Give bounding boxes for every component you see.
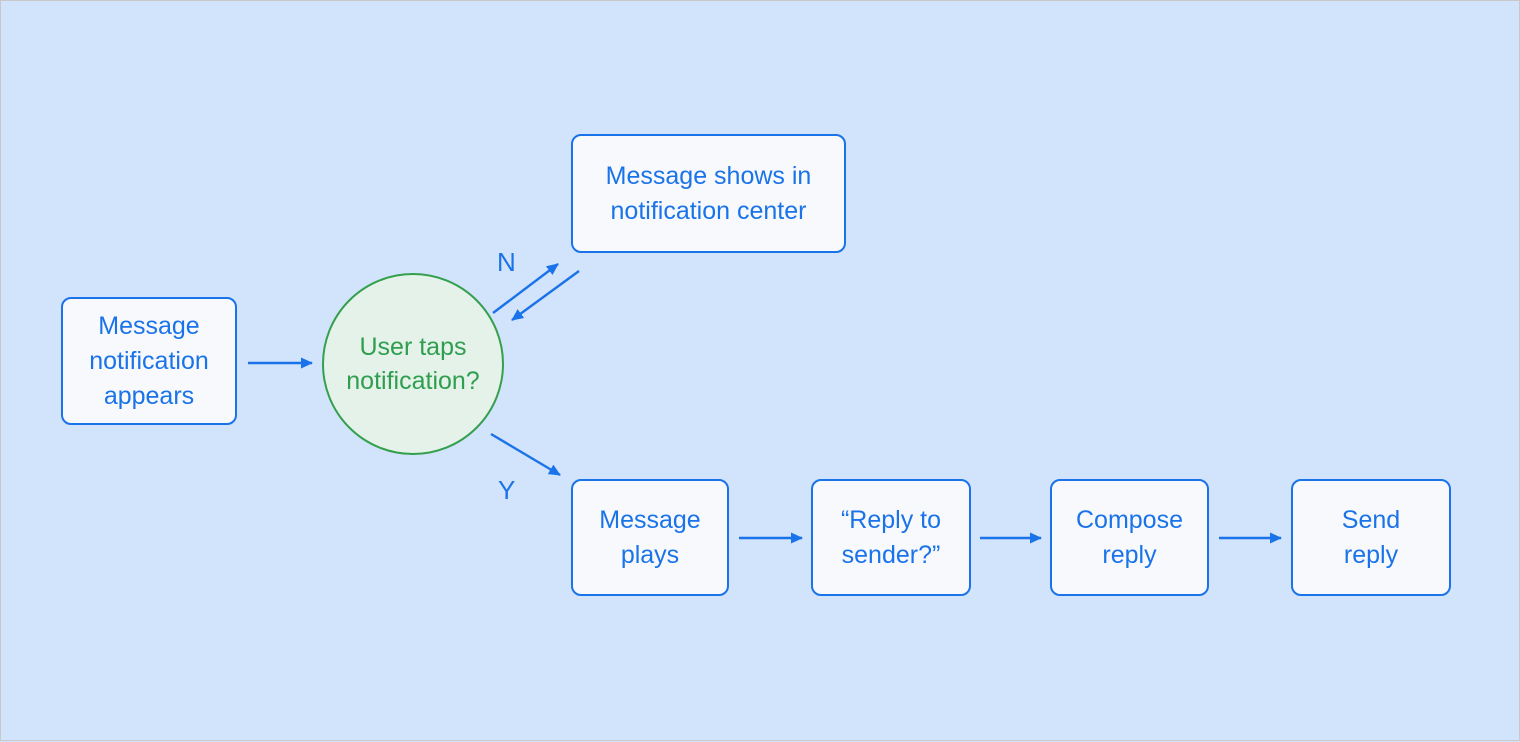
node-reply-to-sender: “Reply to sender?” (811, 479, 971, 596)
node-user-taps-notification-decision: User taps notification? (322, 273, 504, 455)
node-label: Compose reply (1076, 505, 1183, 569)
node-message-shows-in-notification-center: Message shows in notification center (571, 134, 846, 253)
edge-decision-to-message-plays-arrow (490, 432, 561, 477)
edge-notification-center-to-decision-arrow (511, 270, 580, 321)
node-label: User taps notification? (346, 333, 480, 395)
node-message-plays: Message plays (571, 479, 729, 596)
node-message-notification-appears: Message notification appears (61, 297, 237, 425)
edge-label-yes: Y (498, 475, 516, 505)
node-label: “Reply to sender?” (840, 505, 942, 569)
node-compose-reply: Compose reply (1050, 479, 1209, 596)
node-label: Message plays (599, 505, 701, 569)
node-label: Message notification appears (89, 311, 209, 410)
edge-label-no: N (497, 247, 516, 277)
node-send-reply: Send reply (1291, 479, 1451, 596)
node-label: Send reply (1341, 505, 1401, 569)
node-label: Message shows in notification center (605, 161, 812, 225)
